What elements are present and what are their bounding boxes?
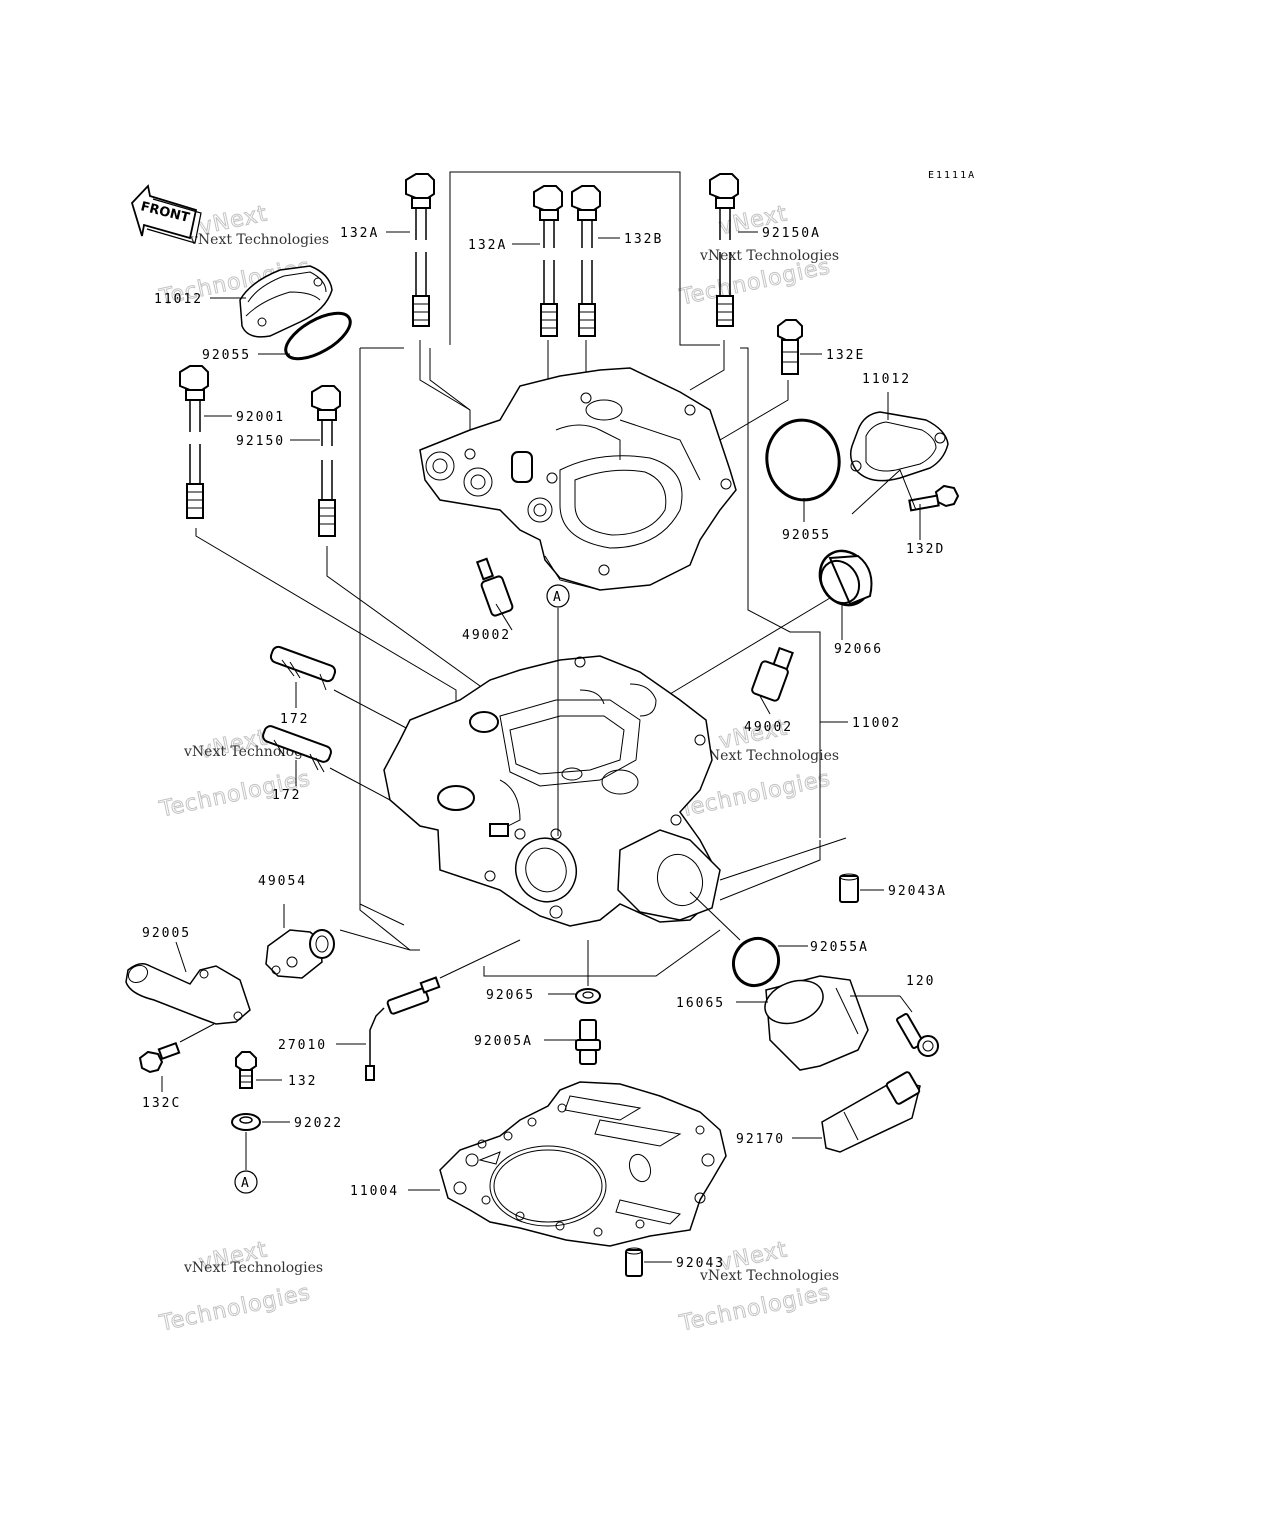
washer-92022 [231,1113,261,1131]
bolt-132a-center [533,185,563,337]
label-92005: 92005 [142,926,191,941]
svg-text:A: A [241,1176,251,1191]
label-27010: 27010 [278,1038,327,1053]
label-92150: 92150 [236,434,285,449]
head-gasket-11004 [439,1081,727,1247]
label-92065: 92065 [486,988,535,1003]
stud-172-top [269,645,337,691]
bolt-132a-left [405,173,435,327]
fitting-92005a [575,1019,601,1065]
label-92150a: 92150A [762,226,821,241]
label-92022: 92022 [294,1116,343,1131]
label-132b: 132B [624,232,663,247]
label-92066: 92066 [834,642,883,657]
oring-92055a [731,936,781,988]
bolt-132b [571,185,601,337]
leader-120 [899,995,913,1013]
cylinder-head-cover [419,367,737,591]
leader-spark-plug [439,939,521,979]
bolt-132c [138,1041,181,1074]
label-92005a: 92005A [474,1034,533,1049]
label-132a-center: 132A [468,238,507,253]
label-92055a: 92055A [810,940,869,955]
svg-text:vNext Technologies: vNext Technologies [699,748,839,764]
bolt-92150a [709,173,739,327]
label-49002-left: 49002 [462,628,511,643]
leader-172-bottom [329,767,391,801]
leader-49054 [339,929,411,951]
svg-text:vNext Technologies: vNext Technologies [183,1260,323,1276]
label-49002-right: 49002 [744,720,793,735]
leader-92043a [719,837,847,881]
valve-guide-49002-right [751,646,794,702]
leader-172-top [333,689,411,731]
label-92001: 92001 [236,410,285,425]
label-132c: 132C [142,1096,181,1111]
label-92043a: 92043A [888,884,947,899]
lower-bracket [483,929,721,977]
side-cover-right [849,411,949,482]
bolt-132d [908,484,960,512]
label-132: 132 [288,1074,317,1089]
label-172-top: 172 [280,712,309,727]
cap-92066 [818,549,873,607]
clamp-92170 [821,1071,921,1153]
washer-92065 [575,988,601,1004]
label-92055-left: 92055 [202,348,251,363]
label-leaders [161,231,921,1263]
ref-a-top: A [546,584,570,608]
label-132d: 132D [906,542,945,557]
watermark-bottom-right: vNext vNext Technologies Technologies [676,1237,839,1337]
watermark-bottom-left: vNext vNext Technologies Technologies [156,1237,323,1337]
label-132a-left: 132A [340,226,379,241]
screw-120 [896,1013,939,1057]
bolt-92001 [179,365,209,519]
bolt-132e [777,319,803,375]
valve-guide-49002-left [475,557,514,617]
dowel-92043 [625,1247,643,1277]
svg-text:A: A [553,590,563,605]
label-172-bottom: 172 [272,788,301,803]
oring-92055-right [765,418,841,502]
leader-92066 [659,597,831,701]
insulator-16065 [764,975,869,1071]
leader-92150-to-head [326,546,481,718]
dowel-92043a [839,873,859,903]
label-132e: 132E [826,348,865,363]
label-92043: 92043 [676,1256,725,1271]
front-arrow: FRONT [130,184,202,244]
spark-plug-27010 [365,976,441,1081]
label-11002: 11002 [852,716,901,731]
leader-132c [179,1023,215,1043]
svg-text:Technologies: Technologies [157,1280,313,1337]
label-16065: 16065 [676,996,725,1011]
leader-92055a-head [689,891,741,941]
stud-172-bottom [262,725,332,773]
label-49054: 49054 [258,874,307,889]
svg-text:vNext Technologies: vNext Technologies [699,1268,839,1284]
bolt-132 [235,1051,257,1089]
diagram-code: E1111A [928,170,976,181]
label-11004: 11004 [350,1184,399,1199]
part-labels: 132A 132A 132B 92150A 132E 11012 11012 9… [142,226,947,1271]
pipe-92005 [125,941,251,1025]
label-11012-left: 11012 [154,292,203,307]
svg-text:vNext Technologies: vNext Technologies [189,232,329,248]
thermostat-49054 [265,904,335,979]
label-11012-top: 11012 [862,372,911,387]
bolt-92150 [311,385,341,537]
svg-text:vNext Technologies: vNext Technologies [699,248,839,264]
watermark-top-right: vNext vNext Technologies Technologies [676,201,839,311]
cylinder-head [383,655,721,927]
label-120: 120 [906,974,935,989]
label-92055-right: 92055 [782,528,831,543]
side-cover-left [239,265,333,338]
ref-a-bottom: A [234,1170,258,1194]
label-92170: 92170 [736,1132,785,1147]
svg-text:Technologies: Technologies [677,1280,833,1337]
